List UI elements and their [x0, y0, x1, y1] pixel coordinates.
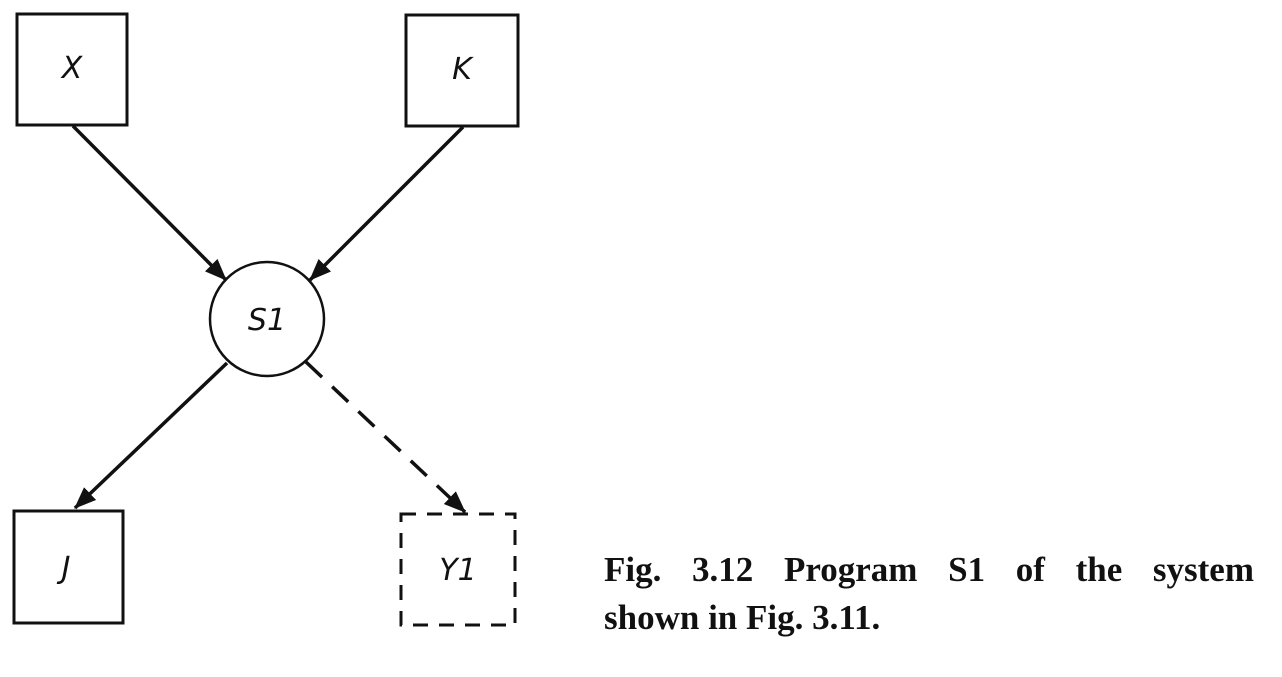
- node-y1: Y1: [399, 512, 517, 627]
- edge-x-to-s1: [71, 124, 228, 282]
- node-x: X: [15, 12, 129, 127]
- edge-k-to-s1: [308, 125, 465, 282]
- edge-s1-to-y1: [304, 360, 467, 514]
- node-j: J: [12, 509, 125, 625]
- figure-caption-line-2: shown in Fig. 3.11.: [604, 598, 881, 637]
- node-k: K: [404, 13, 520, 128]
- figure-caption: Fig. 3.12 Program S1 of the system shown…: [604, 546, 1254, 642]
- node-x-box: [15, 12, 129, 127]
- node-s1: S1: [208, 260, 326, 378]
- node-s1-label: S1: [248, 303, 286, 338]
- node-s1-circle: [208, 260, 326, 378]
- node-y1-label: Y1: [439, 553, 476, 588]
- node-x-label: X: [60, 51, 84, 86]
- node-k-label: K: [452, 52, 474, 87]
- edge-s1-to-j: [73, 361, 229, 510]
- node-j-box: [12, 509, 125, 625]
- node-y1-box: [399, 512, 517, 627]
- figure-caption-line-1: Fig. 3.12 Program S1 of the system: [604, 550, 1254, 589]
- node-j-label: J: [57, 551, 71, 586]
